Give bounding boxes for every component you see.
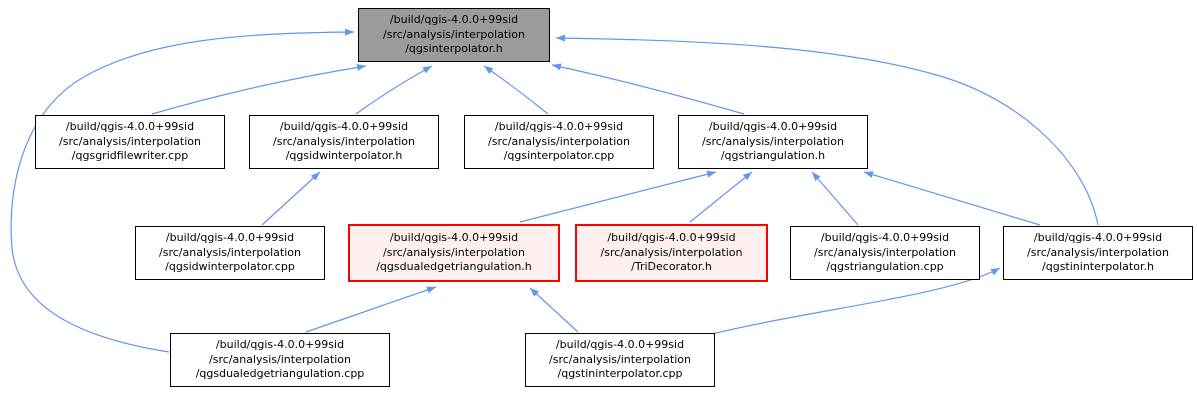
edge-qgstininterpolator-h--qgstriangulation-h xyxy=(863,171,1041,226)
edge-qgstriangulation-h--qgsinterpolator-h xyxy=(551,63,745,115)
node-label-line: /qgsidwinterpolator.cpp xyxy=(165,260,295,274)
node-label-line: /build/qgis-4.0.0+99sid xyxy=(389,231,519,245)
edge-tridecorator-h--qgstriangulation-h xyxy=(689,171,753,223)
node-label-line: /src/analysis/interpolation xyxy=(814,245,956,259)
node-label-line: /src/analysis/interpolation xyxy=(549,352,691,366)
node-qgsdualedgetriangulation-cpp[interactable]: /build/qgis-4.0.0+99sid/src/analysis/int… xyxy=(170,333,390,387)
edge-qgsdualedgetriangulation-h--qgstriangulation-h xyxy=(519,170,717,223)
node-label-line: /qgstininterpolator.h xyxy=(1042,260,1154,274)
node-label-line: /qgsdualedgetriangulation.cpp xyxy=(195,367,365,381)
node-label-line: /build/qgis-4.0.0+99sid xyxy=(279,120,409,134)
node-label-line: /src/analysis/interpolation xyxy=(702,134,844,148)
edge-qgstriangulation-cpp--qgstriangulation-h xyxy=(811,171,859,226)
node-qgsidwinterpolator-h[interactable]: /build/qgis-4.0.0+99sid/src/analysis/int… xyxy=(249,115,439,169)
edge-qgsidwinterpolator-h--qgsinterpolator-h xyxy=(355,65,433,115)
node-qgsinterpolator-h[interactable]: /build/qgis-4.0.0+99sid/src/analysis/int… xyxy=(358,8,550,62)
node-qgstininterpolator-cpp[interactable]: /build/qgis-4.0.0+99sid/src/analysis/int… xyxy=(525,333,715,387)
edge-qgsidwinterpolator-cpp--qgsidwinterpolator-h xyxy=(261,171,321,226)
node-label-line: /src/analysis/interpolation xyxy=(383,245,525,259)
node-qgstriangulation-cpp[interactable]: /build/qgis-4.0.0+99sid/src/analysis/int… xyxy=(790,226,980,280)
node-qgsinterpolator-cpp[interactable]: /build/qgis-4.0.0+99sid/src/analysis/int… xyxy=(464,115,654,169)
node-label-line: /build/qgis-4.0.0+99sid xyxy=(820,231,950,245)
node-qgsidwinterpolator-cpp[interactable]: /build/qgis-4.0.0+99sid/src/analysis/int… xyxy=(135,226,325,280)
node-label-line: /build/qgis-4.0.0+99sid xyxy=(555,338,685,352)
node-label-line: /build/qgis-4.0.0+99sid xyxy=(389,13,519,27)
edge-qgsdualedgetriangulation-cpp--qgsdualedgetriangulation-h xyxy=(305,286,437,333)
node-label-line: /src/analysis/interpolation xyxy=(488,134,630,148)
node-qgsdualedgetriangulation-h[interactable]: /build/qgis-4.0.0+99sid/src/analysis/int… xyxy=(348,224,560,282)
edge-qgstininterpolator-cpp--qgsdualedgetriangulation-h xyxy=(529,287,579,333)
node-label-line: /qgstininterpolator.cpp xyxy=(557,367,683,381)
node-label-line: /build/qgis-4.0.0+99sid xyxy=(1033,231,1163,245)
node-label-line: /qgsdualedgetriangulation.h xyxy=(376,260,532,274)
node-label-line: /qgsgridfilewriter.cpp xyxy=(71,149,189,163)
node-qgstininterpolator-h[interactable]: /build/qgis-4.0.0+99sid/src/analysis/int… xyxy=(1003,226,1193,280)
node-label-line: /src/analysis/interpolation xyxy=(209,352,351,366)
node-label-line: /src/analysis/interpolation xyxy=(383,27,525,41)
node-label-line: /src/analysis/interpolation xyxy=(1027,245,1169,259)
node-label-line: /src/analysis/interpolation xyxy=(59,134,201,148)
edge-qgsgridfilewriter-cpp--qgsinterpolator-h xyxy=(151,63,367,115)
node-label-line: /src/analysis/interpolation xyxy=(273,134,415,148)
node-qgstriangulation-h[interactable]: /build/qgis-4.0.0+99sid/src/analysis/int… xyxy=(678,115,868,169)
edge-qgsinterpolator-cpp--qgsinterpolator-h xyxy=(483,65,549,115)
node-label-line: /build/qgis-4.0.0+99sid xyxy=(494,120,624,134)
node-label-line: /qgstriangulation.h xyxy=(720,149,826,163)
node-label-line: /qgsinterpolator.cpp xyxy=(503,149,615,163)
node-label-line: /qgsinterpolator.h xyxy=(405,42,503,56)
node-label-line: /build/qgis-4.0.0+99sid xyxy=(215,338,345,352)
node-qgsgridfilewriter-cpp[interactable]: /build/qgis-4.0.0+99sid/src/analysis/int… xyxy=(35,115,225,169)
node-label-line: /qgstriangulation.cpp xyxy=(826,260,944,274)
node-label-line: /qgsidwinterpolator.h xyxy=(285,149,403,163)
node-tridecorator-h[interactable]: /build/qgis-4.0.0+99sid/src/analysis/int… xyxy=(575,224,768,282)
node-label-line: /TriDecorator.h xyxy=(631,260,712,274)
edge-qgsdualedgetriangulation-cpp--qgsinterpolator-h xyxy=(10,28,355,353)
node-label-line: /src/analysis/interpolation xyxy=(600,245,743,259)
node-label-line: /build/qgis-4.0.0+99sid xyxy=(607,231,736,245)
node-label-line: /build/qgis-4.0.0+99sid xyxy=(65,120,195,134)
node-label-line: /build/qgis-4.0.0+99sid xyxy=(708,120,838,134)
node-label-line: /src/analysis/interpolation xyxy=(159,245,301,259)
node-label-line: /build/qgis-4.0.0+99sid xyxy=(165,231,295,245)
